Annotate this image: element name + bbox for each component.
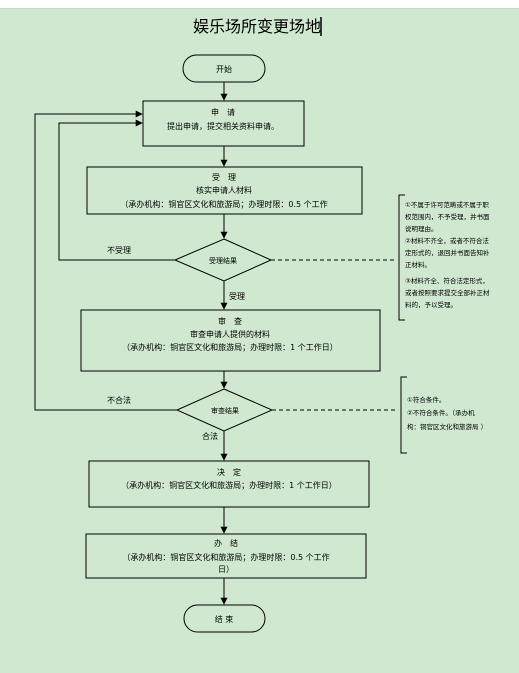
edge-label-accepted: 受理 bbox=[229, 291, 245, 301]
review-note-line: ②不符合条件。（承办机 bbox=[407, 408, 475, 417]
accept-title: 受 理 bbox=[212, 172, 236, 182]
finish-box bbox=[85, 533, 367, 579]
accept-decision-label: 受理结果 bbox=[209, 256, 237, 265]
accept-note-bracket bbox=[398, 194, 405, 321]
edge-not-accepted bbox=[58, 119, 175, 261]
review-decision-label: 审查结果 bbox=[211, 406, 239, 415]
review-note-line: ①符合条件。 bbox=[407, 395, 445, 404]
ruler-strip bbox=[0, 0, 519, 9]
accept-desc: 核实申请人材料 bbox=[196, 185, 252, 195]
start-label: 开始 bbox=[216, 64, 232, 74]
accept-note-line: 定形式的，退回并书面告知补 bbox=[405, 248, 490, 257]
review-box bbox=[80, 309, 381, 372]
decide-agency: （承办机构：铜官区文化和旅游局；办理时限：1 个工作日） bbox=[121, 480, 337, 490]
review-note-line: 构：铜官区文化和旅游局 ） bbox=[407, 422, 487, 431]
accept-note-line: 料的，予以受理。 bbox=[405, 300, 457, 309]
finish-title: 办 结 bbox=[214, 538, 238, 548]
accept-note: ①不属于许可范畴或不属于职 权范围内，不予受理，并书面 说明理由。 ②材料不齐全… bbox=[405, 200, 490, 309]
review-note-bracket bbox=[400, 376, 407, 454]
apply-title: 申 请 bbox=[211, 107, 235, 117]
accept-note-line: ③材料齐全、符合法定形式， bbox=[405, 276, 489, 285]
edge-label-compliant: 合法 bbox=[202, 431, 218, 441]
accept-note-line: ①不属于许可范畴或不属于职 bbox=[405, 200, 489, 209]
accept-note-line: 权范围内，不予受理，并书面 bbox=[405, 212, 490, 221]
accept-note-line: 正材料。 bbox=[405, 260, 431, 269]
page-title: 娱乐场所变更场地 bbox=[193, 17, 321, 36]
finish-agency: （承办机构：铜官区文化和旅游局；办理时限：0.5 个工作 bbox=[122, 552, 329, 562]
review-agency: （承办机构：铜官区文化和旅游局；办理时限：1 个工作日） bbox=[122, 342, 338, 352]
end-node bbox=[183, 604, 266, 633]
edge-not-compliant bbox=[34, 110, 177, 411]
accept-note-line: 说明理由。 bbox=[405, 224, 438, 233]
review-desc: 审查申请人提供的材料 bbox=[190, 329, 270, 339]
finish-agency-cont: 日） bbox=[218, 565, 234, 574]
review-title: 审 查 bbox=[218, 316, 242, 326]
accept-agency: （承办机构：铜官区文化和旅游局；办理时限：0.5 个工作 bbox=[120, 199, 327, 209]
accept-note-line: 或者按照要求提交全部补正材 bbox=[405, 288, 490, 297]
edge-label-not-compliant: 不合法 bbox=[107, 395, 131, 405]
accept-note-line: ②材料不齐全，或者不符合法 bbox=[405, 236, 489, 245]
decide-title: 决 定 bbox=[217, 467, 241, 477]
decide-box bbox=[88, 460, 370, 508]
review-note: ①符合条件。 ②不符合条件。（承办机 构：铜官区文化和旅游局 ） bbox=[407, 395, 487, 431]
end-label: 结 束 bbox=[215, 614, 234, 624]
apply-desc: 提出申请，提交相关资料申请。 bbox=[167, 121, 279, 131]
edge-label-not-accepted: 不受理 bbox=[107, 245, 131, 255]
